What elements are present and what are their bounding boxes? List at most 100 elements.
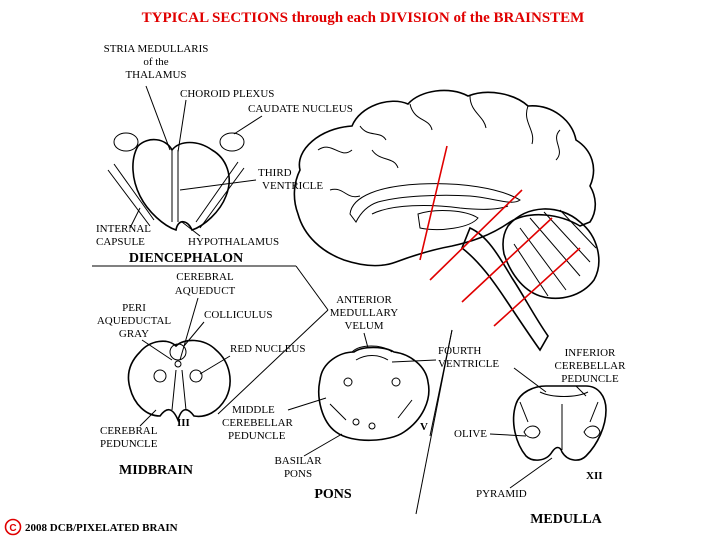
label-fourth-line1: FOURTH — [438, 345, 481, 357]
divider-pons-medulla-2 — [429, 329, 453, 437]
cut-line-medulla — [493, 247, 581, 327]
medulla-labels: INFERIOR CEREBELLAR PEDUNCLE OLIVE XII P… — [454, 347, 626, 527]
pons-outline — [318, 346, 430, 442]
leader-pyramid — [509, 457, 553, 489]
cerebellum — [502, 208, 600, 300]
label-peduncle-line2: PEDUNCLE — [100, 438, 158, 450]
label-pyramid: PYRAMID — [476, 488, 527, 500]
medulla-section — [512, 385, 607, 461]
leader-hypothalamus — [181, 221, 201, 237]
label-aqueduct-line2: AQUEDUCT — [175, 285, 236, 297]
brainstem — [461, 226, 549, 352]
red-nucleus-right — [189, 369, 203, 383]
internal-capsule — [107, 161, 245, 229]
label-colliculus: COLLICULUS — [204, 309, 272, 321]
olive-left — [523, 425, 541, 439]
label-olive: OLIVE — [454, 428, 487, 440]
copyright-circle — [4, 518, 22, 536]
label-third-line2: VENTRICLE — [262, 180, 323, 192]
label-peri-line2: AQUEDUCTAL — [97, 315, 172, 327]
leader-internal-capsule — [129, 207, 141, 229]
pons-dot-2 — [391, 377, 401, 387]
cerebral-aqueduct — [174, 360, 182, 368]
heading-medulla: MEDULLA — [530, 512, 602, 527]
label-stria-line2: of the — [143, 56, 168, 68]
diencephalon-section — [107, 132, 245, 232]
third-ventricle — [171, 150, 179, 222]
divider-midbrain-pons — [217, 309, 329, 415]
label-choroid-plexus: CHOROID PLEXUS — [180, 88, 274, 100]
divider-diagonal — [295, 265, 329, 311]
copyright-text: 2008 DCB/PIXELATED BRAIN — [25, 522, 178, 534]
leader-red-nucleus — [199, 355, 231, 375]
leader-fourth-ventricle — [391, 359, 437, 363]
leader-aqueduct — [179, 297, 199, 361]
leader-stria — [145, 85, 171, 151]
colliculus-mark — [169, 343, 187, 361]
fornix — [371, 205, 509, 215]
label-third-line1: THIRD — [258, 167, 292, 179]
gyri-lines — [317, 95, 561, 198]
leader-fourth-to-medulla — [513, 367, 547, 393]
leader-mcp — [287, 397, 327, 411]
corpus-callosum — [349, 183, 521, 223]
label-velum-line3: VELUM — [344, 320, 383, 332]
leader-peri — [141, 339, 173, 361]
cut-line-pons — [461, 217, 553, 303]
anterior-medullary-velum — [351, 345, 393, 353]
label-stria-line1: STRIA MEDULLARIS — [104, 43, 209, 55]
cut-line-midbrain — [429, 189, 523, 281]
label-peri-line3: GRAY — [119, 328, 149, 340]
label-velum-line1: ANTERIOR — [336, 294, 392, 306]
label-basilar-line1: BASILAR — [274, 455, 322, 467]
pons-dot-3 — [352, 418, 360, 426]
medulla-outline — [512, 385, 607, 461]
pons-dot-1 — [343, 377, 353, 387]
label-velum-line2: MEDULLARY — [330, 307, 399, 319]
heading-diencephalon: DIENCEPHALON — [129, 251, 243, 266]
fourth-ventricle — [355, 355, 389, 361]
label-icp-line1: INFERIOR — [565, 347, 616, 359]
label-red-nucleus: RED NUCLEUS — [230, 343, 305, 355]
diencephalon-outline — [132, 138, 230, 232]
midbrain-midline — [171, 369, 187, 411]
label-mcp-line3: PEDUNCLE — [228, 430, 286, 442]
figure-title: TYPICAL SECTIONS through each DIVISION o… — [142, 10, 585, 26]
label-nerve-III: III — [177, 417, 190, 429]
pons-dot-4 — [368, 422, 376, 430]
label-peri-line1: PERI — [122, 302, 146, 314]
leader-basilar — [303, 433, 343, 457]
medulla-fourth-ventricle — [539, 391, 589, 397]
sagittal-brain-drawing — [293, 89, 600, 352]
leader-caudate — [233, 115, 263, 135]
thalamus — [417, 210, 479, 231]
label-internal-line2: CAPSULE — [96, 236, 145, 248]
label-aqueduct-line1: CEREBRAL — [176, 271, 234, 283]
midbrain-outline — [127, 339, 231, 423]
cerebrum-outline — [293, 89, 597, 267]
diencephalon-labels: STRIA MEDULLARIS of the THALAMUS CHOROID… — [96, 43, 353, 266]
leader-olive — [489, 433, 527, 437]
midbrain-section — [127, 339, 231, 423]
icp-fibres — [519, 401, 599, 423]
label-nerve-XII: XII — [586, 470, 603, 482]
label-caudate-nucleus: CAUDATE NUCLEUS — [248, 103, 353, 115]
red-nucleus-left — [153, 369, 167, 383]
caudate-right — [219, 132, 245, 152]
caudate-left — [113, 132, 139, 152]
olive-right — [583, 425, 601, 439]
copyright-symbol: C — [9, 523, 16, 534]
label-fourth-line2: VENTRICLE — [438, 358, 499, 370]
label-hypothalamus: HYPOTHALAMUS — [188, 236, 279, 248]
copyright-notice: C 2008 DCB/PIXELATED BRAIN — [4, 518, 178, 536]
label-basilar-line2: PONS — [284, 468, 312, 480]
leader-third-ventricle — [179, 179, 257, 191]
heading-pons: PONS — [314, 487, 352, 502]
pons-labels: ANTERIOR MEDULLARY VELUM FOURTH VENTRICL… — [222, 294, 499, 502]
label-icp-line2: CEREBELLAR — [555, 360, 627, 372]
label-nerve-V: V — [420, 421, 428, 433]
cut-line-diencephalon — [419, 145, 448, 261]
label-icp-line3: PEDUNCLE — [561, 373, 619, 385]
